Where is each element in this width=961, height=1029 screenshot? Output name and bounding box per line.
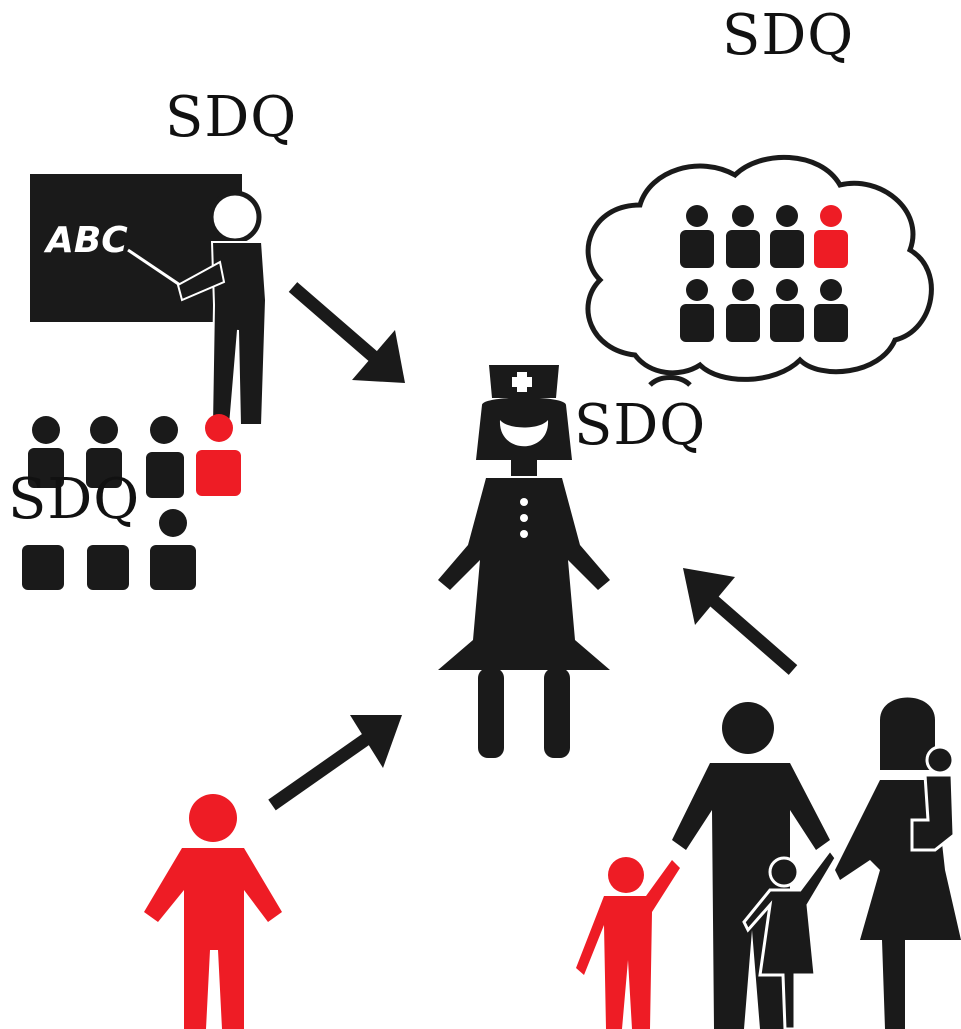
child-icon (144, 794, 282, 1029)
classroom-students-icon (22, 414, 241, 590)
sdq-label-classroom: SDQ (8, 467, 141, 532)
sdq-label-teacher: SDQ (165, 85, 298, 150)
teacher-at-blackboard-icon: ABC (30, 174, 268, 426)
nurse-icon (438, 365, 610, 758)
family-icon (576, 697, 961, 1029)
thought-cloud-icon (585, 154, 934, 387)
sdq-label-nurse: SDQ (574, 393, 707, 458)
arrow-family-to-nurse (683, 568, 798, 675)
arrow-child-to-nurse (268, 715, 402, 811)
sdq-label-top-right: SDQ (722, 3, 855, 68)
arrow-teacher-to-nurse (288, 282, 405, 383)
blackboard-text: ABC (43, 220, 128, 261)
blackboard (30, 174, 242, 322)
